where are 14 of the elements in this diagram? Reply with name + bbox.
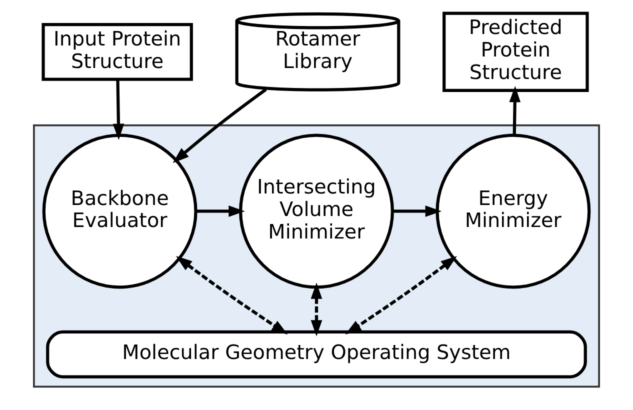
node-circle: Intersecting Volume Minimizer <box>239 134 394 289</box>
arrow <box>176 256 288 334</box>
arrow <box>392 206 442 217</box>
node-box: Input Protein Structure <box>42 22 193 81</box>
arrow <box>112 79 124 140</box>
arrow <box>345 256 458 334</box>
node-box: Molecular Geometry Operating System <box>46 330 587 378</box>
arrow <box>172 88 267 163</box>
arrow <box>310 282 322 336</box>
node-circle: Energy Minimizer <box>436 134 591 289</box>
arrow <box>196 206 245 217</box>
node-circle: Backbone Evaluator <box>42 134 198 289</box>
node-box: Predicted Protein Structure <box>442 12 589 92</box>
arrow <box>509 86 521 136</box>
